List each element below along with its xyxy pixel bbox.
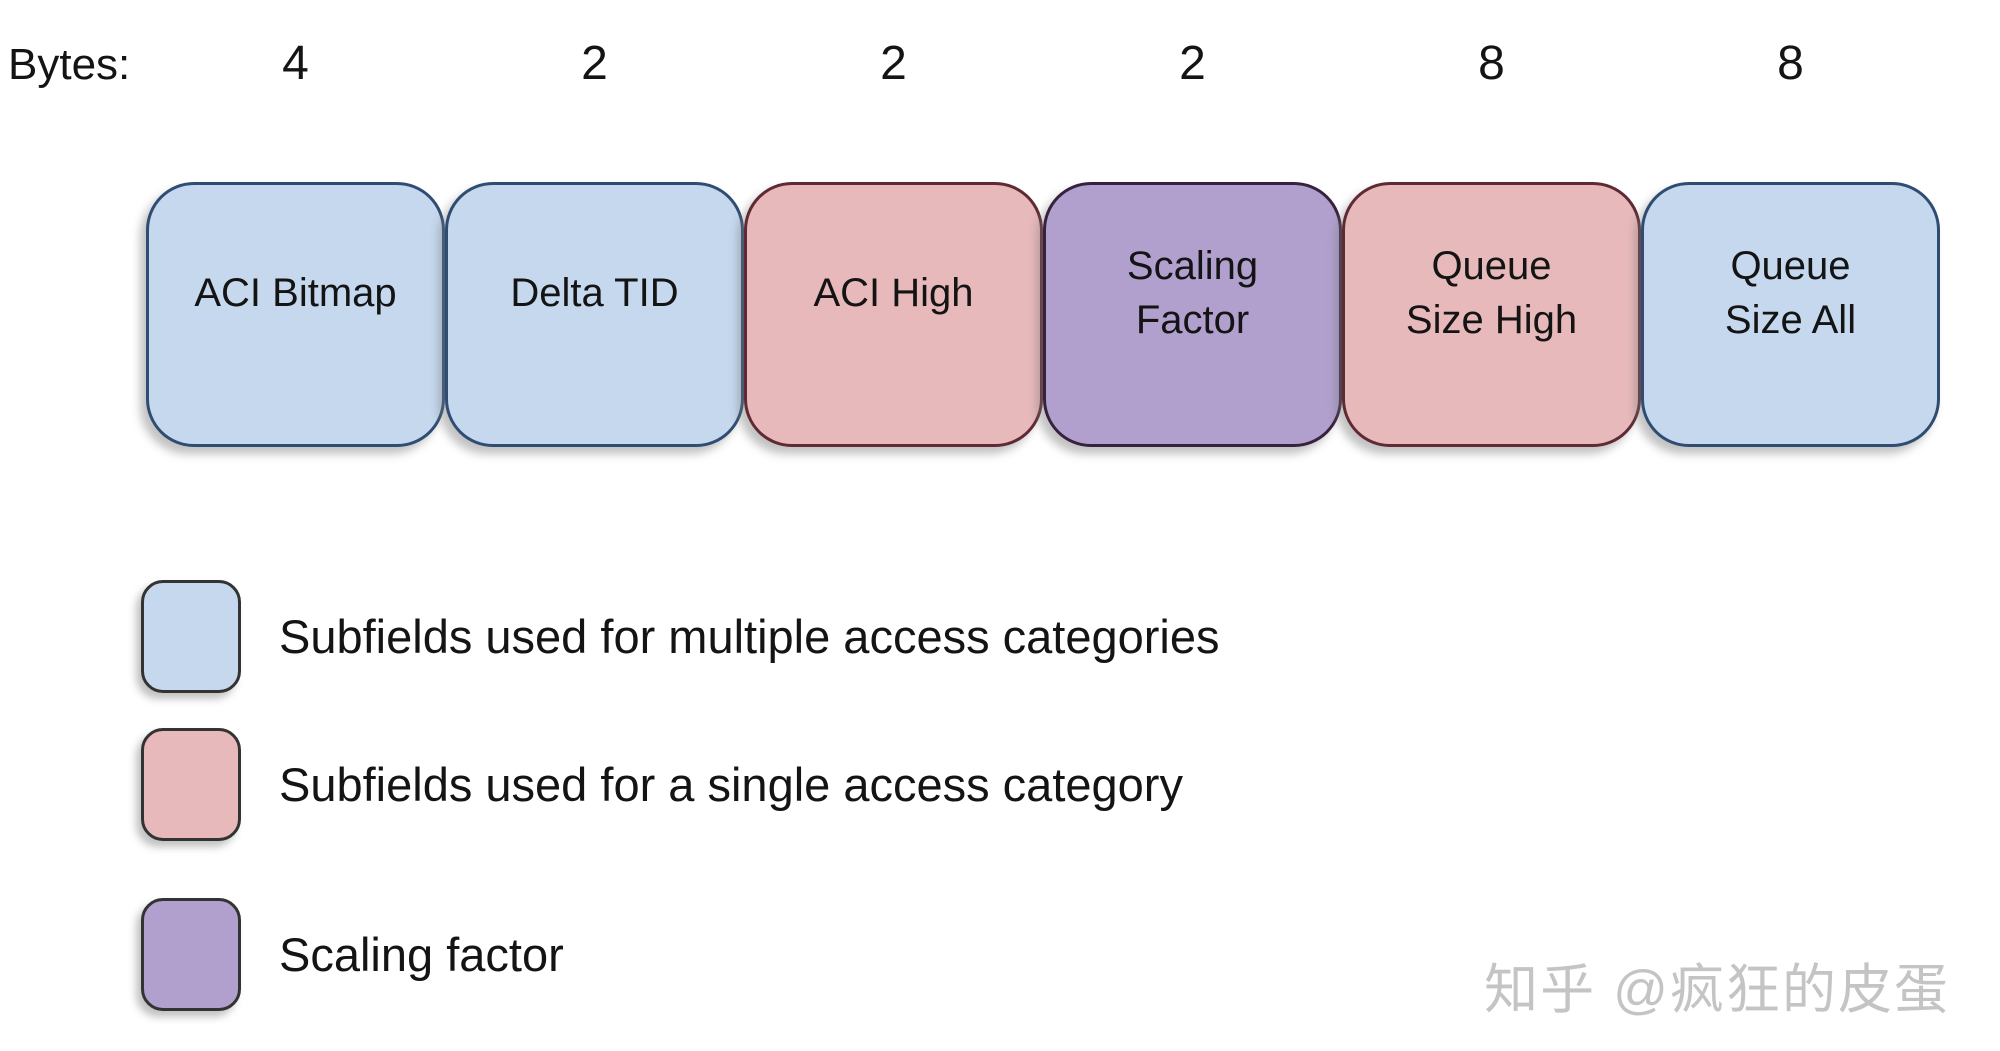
legend-swatch-single-access xyxy=(141,728,241,841)
field-box-aci-high: ACI High xyxy=(744,182,1043,447)
bytes-row-label: Bytes: xyxy=(8,40,131,89)
byte-count-aci-bitmap: 4 xyxy=(282,37,309,90)
zhihu-watermark: 知乎 @疯狂的皮蛋 xyxy=(1484,960,1950,1020)
legend-item-scaling-factor: Scaling factor xyxy=(141,898,564,1011)
legend-swatch-scaling-factor xyxy=(141,898,241,1011)
field-box-queue-size-all: Queue Size All xyxy=(1641,182,1940,447)
legend-label-multiple-access: Subfields used for multiple access categ… xyxy=(279,610,1220,663)
byte-count-queue-size-high: 8 xyxy=(1478,37,1505,90)
field-boxes-row: ACI Bitmap Delta TID ACI High Scaling Fa… xyxy=(146,182,1940,447)
field-box-aci-bitmap: ACI Bitmap xyxy=(146,182,445,447)
byte-count-queue-size-all: 8 xyxy=(1777,37,1804,90)
legend-swatch-multiple-access xyxy=(141,580,241,693)
byte-count-scaling-factor: 2 xyxy=(1179,37,1206,90)
field-box-scaling-factor: Scaling Factor xyxy=(1043,182,1342,447)
byte-count-delta-tid: 2 xyxy=(581,37,608,90)
legend-item-multiple-access: Subfields used for multiple access categ… xyxy=(141,580,1219,693)
legend-label-single-access: Subfields used for a single access categ… xyxy=(279,758,1183,811)
field-box-delta-tid: Delta TID xyxy=(445,182,744,447)
byte-count-aci-high: 2 xyxy=(880,37,907,90)
field-box-queue-size-high: Queue Size High xyxy=(1342,182,1641,447)
legend-label-scaling-factor: Scaling factor xyxy=(279,928,564,981)
legend-item-single-access: Subfields used for a single access categ… xyxy=(141,728,1183,841)
